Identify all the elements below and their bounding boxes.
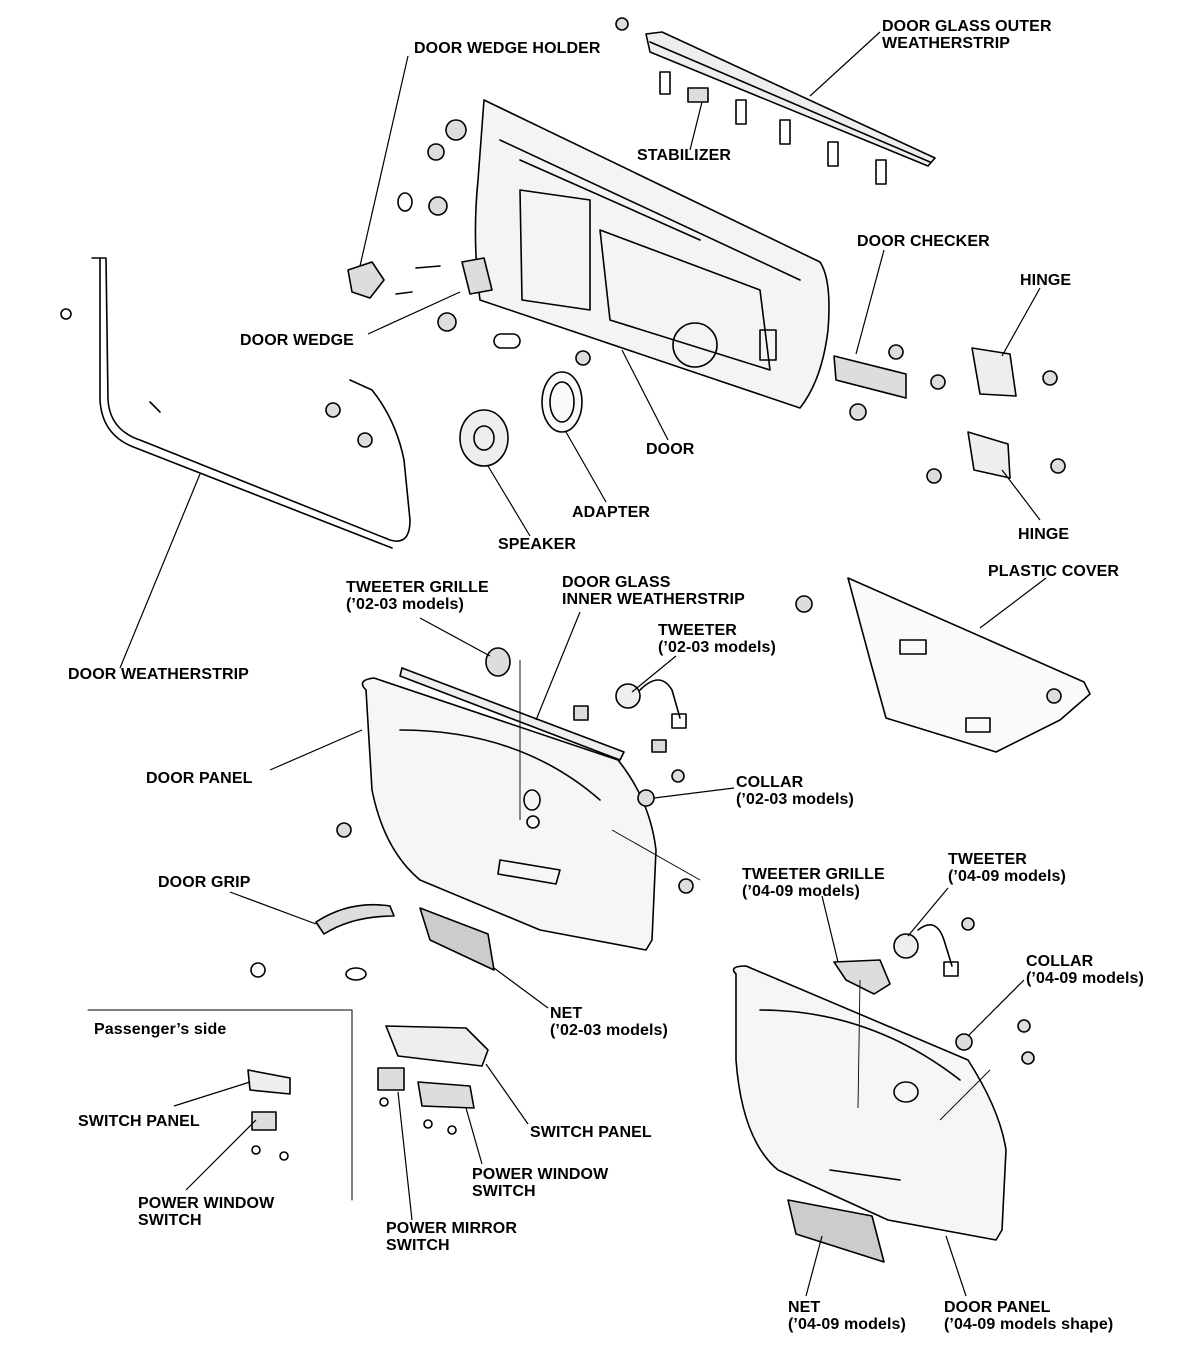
door-wedge	[395, 257, 493, 295]
door-shell	[474, 99, 830, 409]
switch-panel-passenger	[247, 1069, 291, 1095]
tweeter-grille-0203-line2: (’02-03 models)	[346, 596, 464, 613]
switch-panel-driver	[385, 1025, 489, 1067]
door-checker-label: DOOR CHECKER	[857, 233, 990, 250]
weatherstrip-clips	[659, 71, 887, 185]
power-window-switch-passenger-label: POWER WINDOW SWITCH	[138, 1195, 274, 1229]
hinge-upper-label: HINGE	[1020, 272, 1072, 289]
door-panel-label: DOOR PANEL	[146, 770, 253, 787]
door-glass-inner-weatherstrip	[399, 667, 625, 761]
tweeter-0409-line1: TWEETER	[948, 851, 1027, 868]
tweeter-0203-label: TWEETER (’02-03 models)	[658, 622, 776, 656]
collar-0203-line2: (’02-03 models)	[736, 791, 854, 808]
tweeter-0409	[893, 917, 975, 977]
switch-panel-driver-label: SWITCH PANEL	[530, 1124, 652, 1141]
door-weatherstrip	[60, 257, 411, 549]
tweeter-grille-0409-line1: TWEETER GRILLE	[742, 866, 885, 883]
passenger-side-box	[87, 1009, 353, 1201]
door-fasteners	[397, 119, 591, 366]
net-0203-line1: NET	[550, 1005, 583, 1022]
door-glass-inner-weatherstrip-line1: DOOR GLASS	[562, 574, 671, 591]
power-window-switch-driver-line1: POWER WINDOW	[472, 1166, 609, 1183]
adapter	[541, 371, 583, 433]
power-window-switch-driver	[417, 1081, 475, 1135]
hinge-lower	[926, 431, 1066, 484]
hinge-upper	[930, 347, 1058, 397]
tweeter-grille-0203-label: TWEETER GRILLE (’02-03 models)	[346, 579, 489, 613]
door-grip	[250, 903, 395, 981]
hinge-lower-label: HINGE	[1018, 526, 1070, 543]
door-checker	[833, 344, 907, 421]
tweeter-0203-line2: (’02-03 models)	[658, 639, 776, 656]
door-glass-inner-weatherstrip-line2: INNER WEATHERSTRIP	[562, 591, 745, 608]
door-panel-0409-label: DOOR PANEL (’04-09 models shape)	[944, 1299, 1113, 1333]
plastic-cover-label: PLASTIC COVER	[988, 563, 1120, 580]
door-panel-0409-line2: (’04-09 models shape)	[944, 1316, 1114, 1333]
power-window-switch-passenger	[251, 1111, 289, 1161]
tweeter-grille-0409-label: TWEETER GRILLE (’04-09 models)	[742, 866, 885, 900]
net-0203	[419, 907, 495, 971]
passengers-side-label: Passenger’s side	[94, 1021, 227, 1038]
door-panel-0203	[336, 677, 694, 951]
door-wedge-holder	[347, 261, 385, 299]
door-label: DOOR	[646, 441, 695, 458]
stabilizer-label: STABILIZER	[637, 147, 732, 164]
collar-0203-label: COLLAR (’02-03 models)	[736, 774, 854, 808]
speaker	[459, 409, 509, 467]
door-glass-inner-weatherstrip-label: DOOR GLASS INNER WEATHERSTRIP	[562, 574, 745, 608]
collar-0409-line2: (’04-09 models)	[1026, 970, 1144, 987]
collar-0409-line1: COLLAR	[1026, 953, 1094, 970]
door-panel-0409-line1: DOOR PANEL	[944, 1299, 1051, 1316]
power-mirror-switch-line2: SWITCH	[386, 1237, 450, 1254]
tweeter-grille-0409-line2: (’04-09 models)	[742, 883, 860, 900]
tweeter-0409-line2: (’04-09 models)	[948, 868, 1066, 885]
net-0203-line2: (’02-03 models)	[550, 1022, 668, 1039]
speaker-label: SPEAKER	[498, 536, 577, 553]
door-glass-outer-weatherstrip	[615, 17, 936, 167]
collar-0203-line1: COLLAR	[736, 774, 804, 791]
leader-lines	[119, 31, 1047, 1297]
tweeter-0203-line1: TWEETER	[658, 622, 737, 639]
power-mirror-switch-label: POWER MIRROR SWITCH	[386, 1220, 517, 1254]
door-weatherstrip-label: DOOR WEATHERSTRIP	[68, 666, 249, 683]
power-window-switch-driver-line2: SWITCH	[472, 1183, 536, 1200]
door-wedge-holder-label: DOOR WEDGE HOLDER	[414, 40, 601, 57]
tweeter-grille-0203-line1: TWEETER GRILLE	[346, 579, 489, 596]
tweeter-grille-0409	[833, 959, 891, 995]
net-0409-label: NET (’04-09 models)	[788, 1299, 906, 1333]
power-window-switch-driver-label: POWER WINDOW SWITCH	[472, 1166, 608, 1200]
power-window-switch-passenger-line2: SWITCH	[138, 1212, 202, 1229]
power-mirror-switch-line1: POWER MIRROR	[386, 1220, 517, 1237]
net-0409-line1: NET	[788, 1299, 821, 1316]
door-wedge-label: DOOR WEDGE	[240, 332, 354, 349]
door-glass-outer-weatherstrip-line2: WEATHERSTRIP	[882, 35, 1011, 52]
door-grip-label: DOOR GRIP	[158, 874, 251, 891]
adapter-label: ADAPTER	[572, 504, 651, 521]
switch-panel-passenger-label: SWITCH PANEL	[78, 1113, 200, 1130]
door-glass-outer-weatherstrip-label: DOOR GLASS OUTER WEATHERSTRIP	[882, 18, 1052, 52]
door-panel-0409	[732, 965, 1007, 1241]
net-0409-line2: (’04-09 models)	[788, 1316, 906, 1333]
net-0203-label: NET (’02-03 models)	[550, 1005, 668, 1039]
power-window-switch-passenger-line1: POWER WINDOW	[138, 1195, 275, 1212]
plastic-cover	[795, 577, 1091, 753]
collar-0409	[955, 1019, 1035, 1065]
door-glass-outer-weatherstrip-line1: DOOR GLASS OUTER	[882, 18, 1052, 35]
tweeter-grille-0203	[485, 647, 511, 677]
tweeter-0409-label: TWEETER (’04-09 models)	[948, 851, 1066, 885]
power-mirror-switch	[377, 1067, 405, 1107]
net-0409	[787, 1199, 885, 1263]
collar-0409-label: COLLAR (’04-09 models)	[1026, 953, 1144, 987]
